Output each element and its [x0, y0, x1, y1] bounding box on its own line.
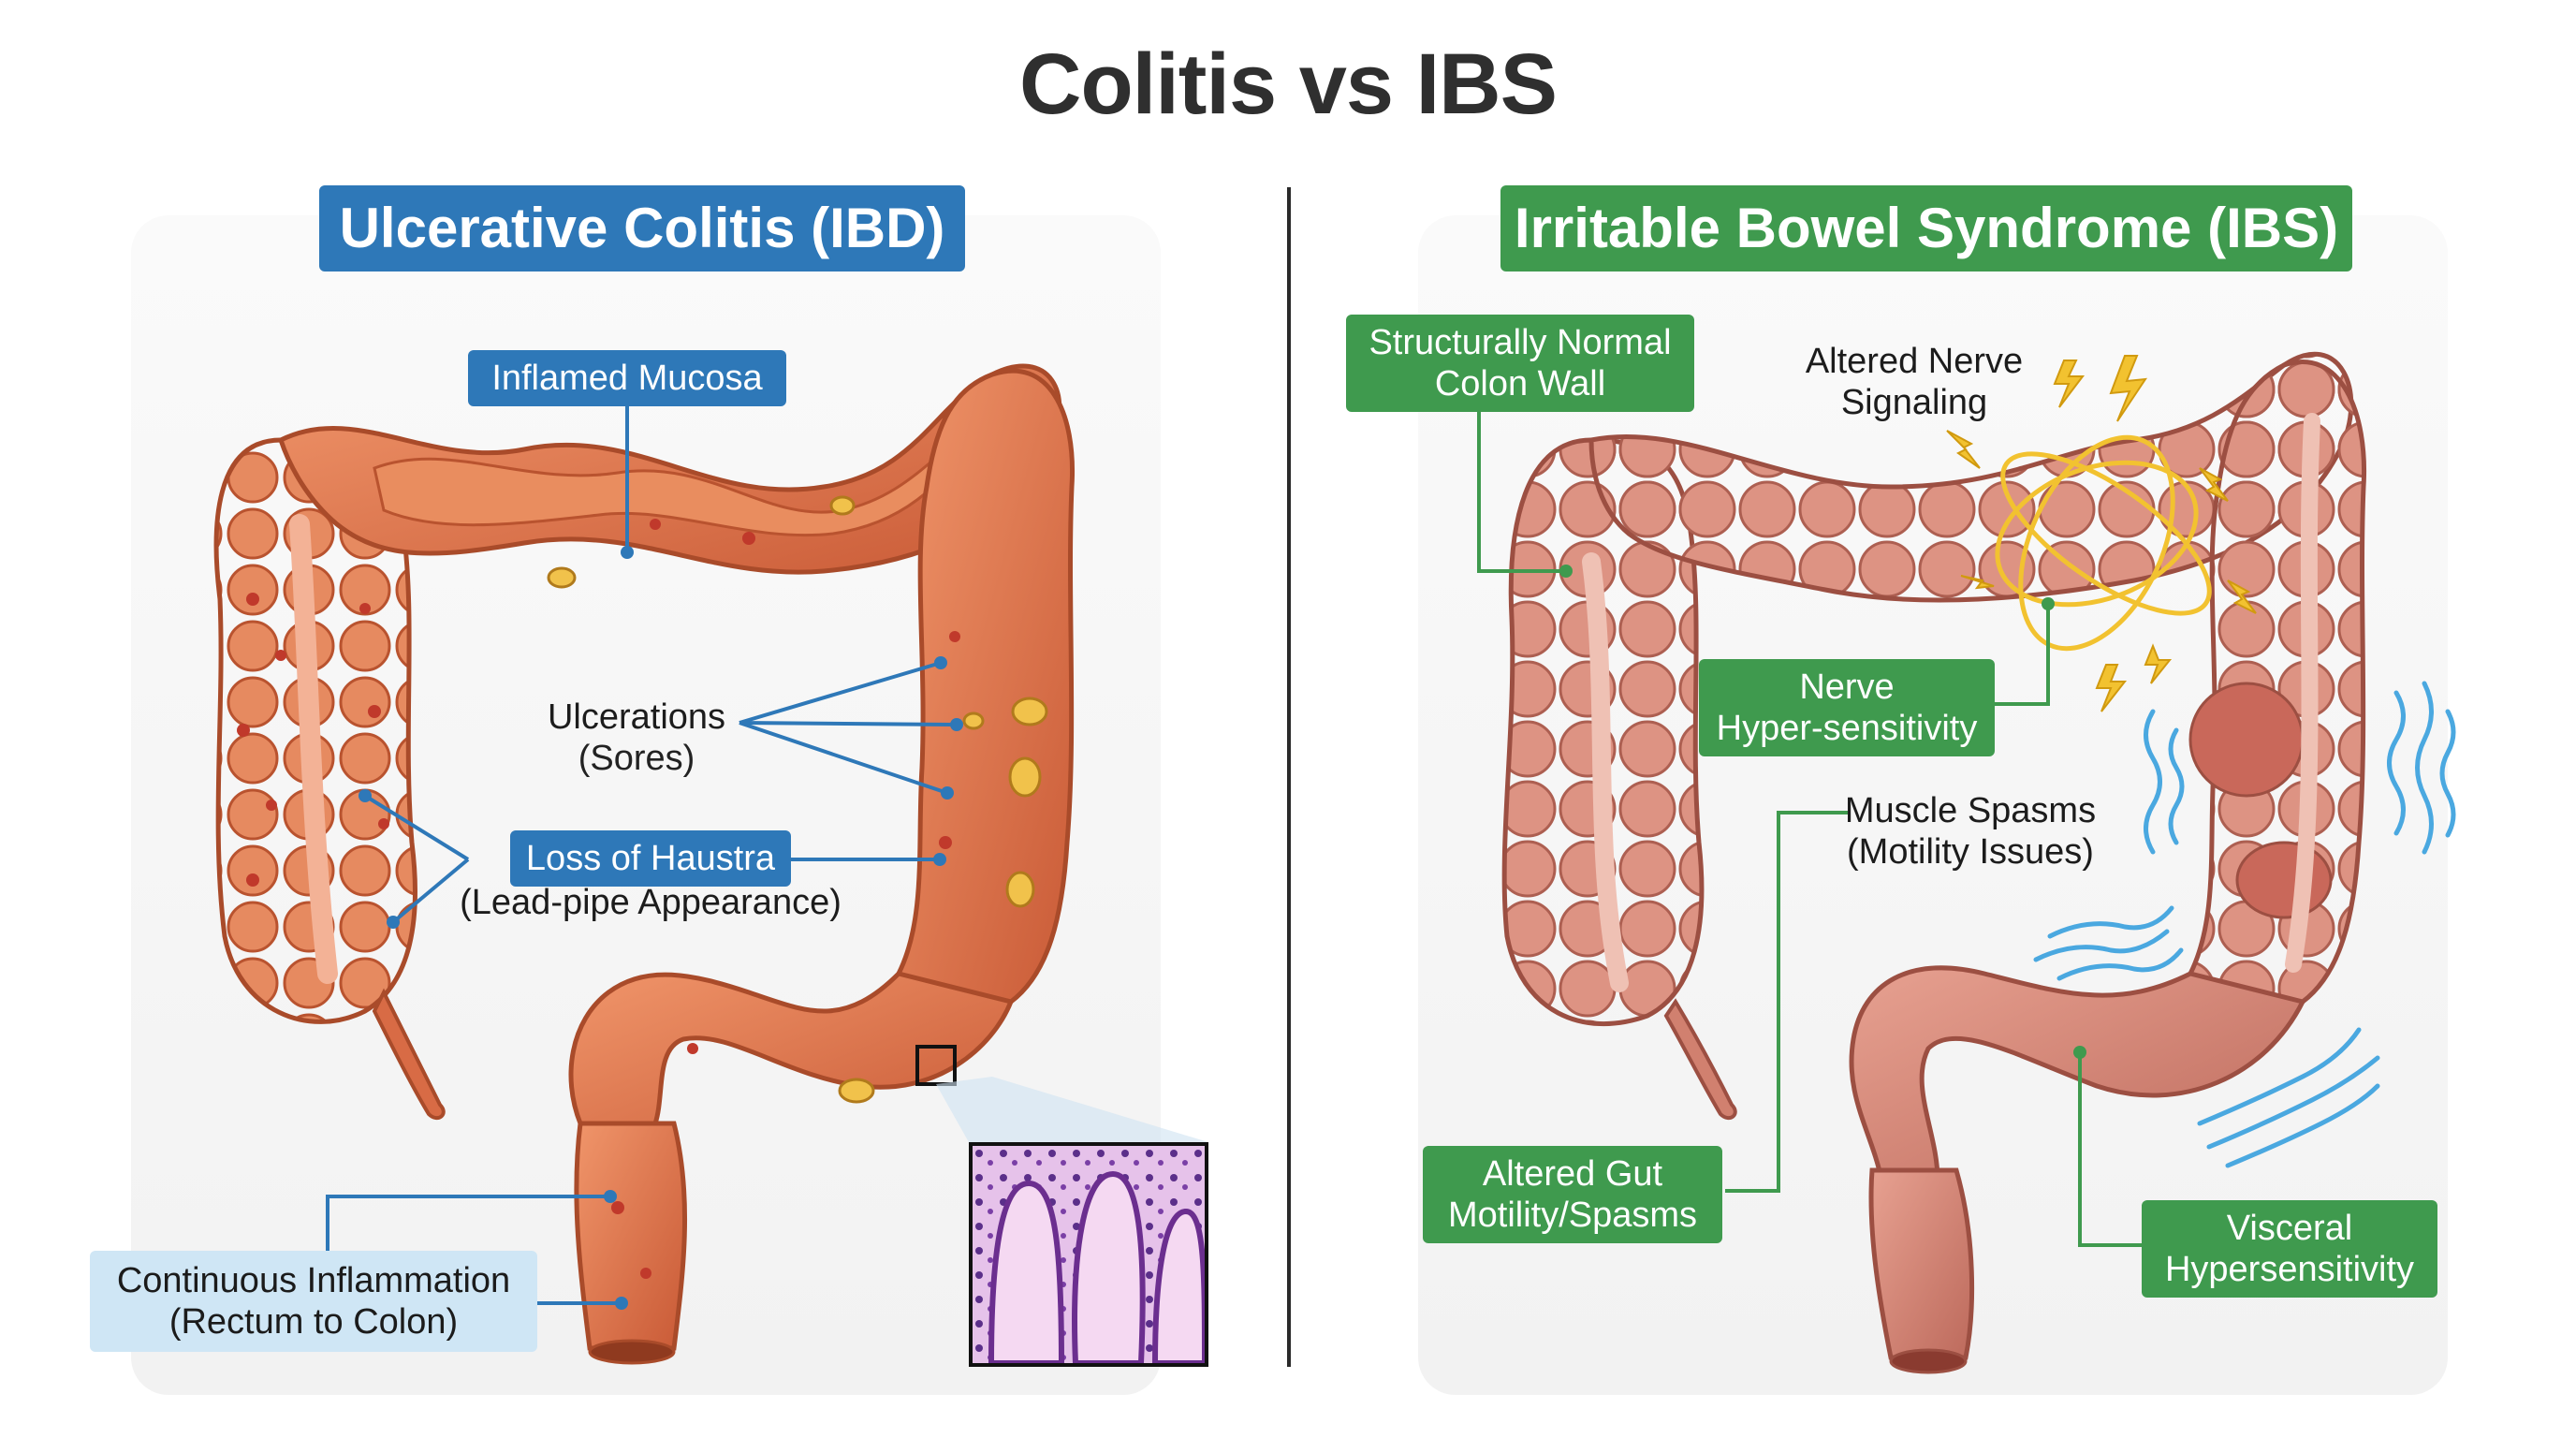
nerve-signal-swirls	[1995, 434, 2212, 652]
altered-gut-line1: Altered Gut	[1482, 1154, 1663, 1194]
spasm-waves	[2033, 681, 2456, 1168]
inflamed-mucosa-label: Inflamed Mucosa	[468, 350, 786, 406]
ulcerations-subtitle: (Sores)	[578, 739, 695, 778]
lightning-bolts	[1946, 355, 2257, 712]
loss-of-haustra-subtitle: (Lead-pipe Appearance)	[460, 883, 842, 922]
structurally-normal-line2: Colon Wall	[1434, 364, 1606, 404]
visceral-hypersensitivity-line1: Visceral	[2226, 1209, 2353, 1248]
right-leader-lines	[1477, 404, 2142, 1247]
muscle-spasms-label: Muscle Spasms (Motility Issues)	[1830, 790, 2111, 873]
altered-nerve-line1: Altered Nerve	[1805, 342, 2024, 381]
center-divider	[1287, 187, 1291, 1367]
altered-gut-line2: Motility/Spasms	[1447, 1196, 1698, 1235]
ulcerative-colitis-header: Ulcerative Colitis (IBD)	[319, 185, 965, 271]
continuous-inflammation-label: Continuous Inflammation (Rectum to Colon…	[90, 1251, 537, 1352]
nerve-hypersensitivity-label: Nerve Hyper-sensitivity	[1699, 659, 1995, 756]
ulcerative-colon-illustration	[213, 363, 1208, 1365]
altered-nerve-signaling-label: Altered Nerve Signaling	[1760, 341, 2069, 423]
left-leader-lines	[326, 401, 958, 1305]
nerve-hypersensitivity-line1: Nerve	[1799, 668, 1895, 707]
page-title: Colitis vs IBS	[1019, 37, 1558, 132]
altered-gut-motility-label: Altered Gut Motility/Spasms	[1423, 1146, 1722, 1243]
altered-nerve-line2: Signaling	[1840, 383, 1988, 422]
nerve-hypersensitivity-line2: Hyper-sensitivity	[1716, 709, 1978, 748]
visceral-hypersensitivity-label: Visceral Hypersensitivity	[2142, 1200, 2437, 1298]
continuous-inflammation-title: Continuous Inflammation	[116, 1261, 511, 1300]
loss-of-haustra-label: Loss of Haustra	[510, 830, 791, 887]
ulcerations-title: Ulcerations	[547, 697, 726, 737]
ibs-header: Irritable Bowel Syndrome (IBS)	[1500, 185, 2352, 271]
muscle-spasms-subtitle: (Motility Issues)	[1847, 832, 2094, 872]
structurally-normal-line1: Structurally Normal	[1368, 323, 1672, 362]
structurally-normal-label: Structurally Normal Colon Wall	[1346, 315, 1694, 412]
continuous-inflammation-subtitle: (Rectum to Colon)	[168, 1302, 459, 1342]
muscle-spasms-title: Muscle Spasms	[1844, 791, 2097, 830]
histology-inset	[969, 1142, 1208, 1367]
ulcerations-label: Ulcerations (Sores)	[505, 697, 768, 779]
ibs-colon-illustration	[1501, 351, 2367, 1374]
visceral-hypersensitivity-line2: Hypersensitivity	[2164, 1250, 2415, 1289]
